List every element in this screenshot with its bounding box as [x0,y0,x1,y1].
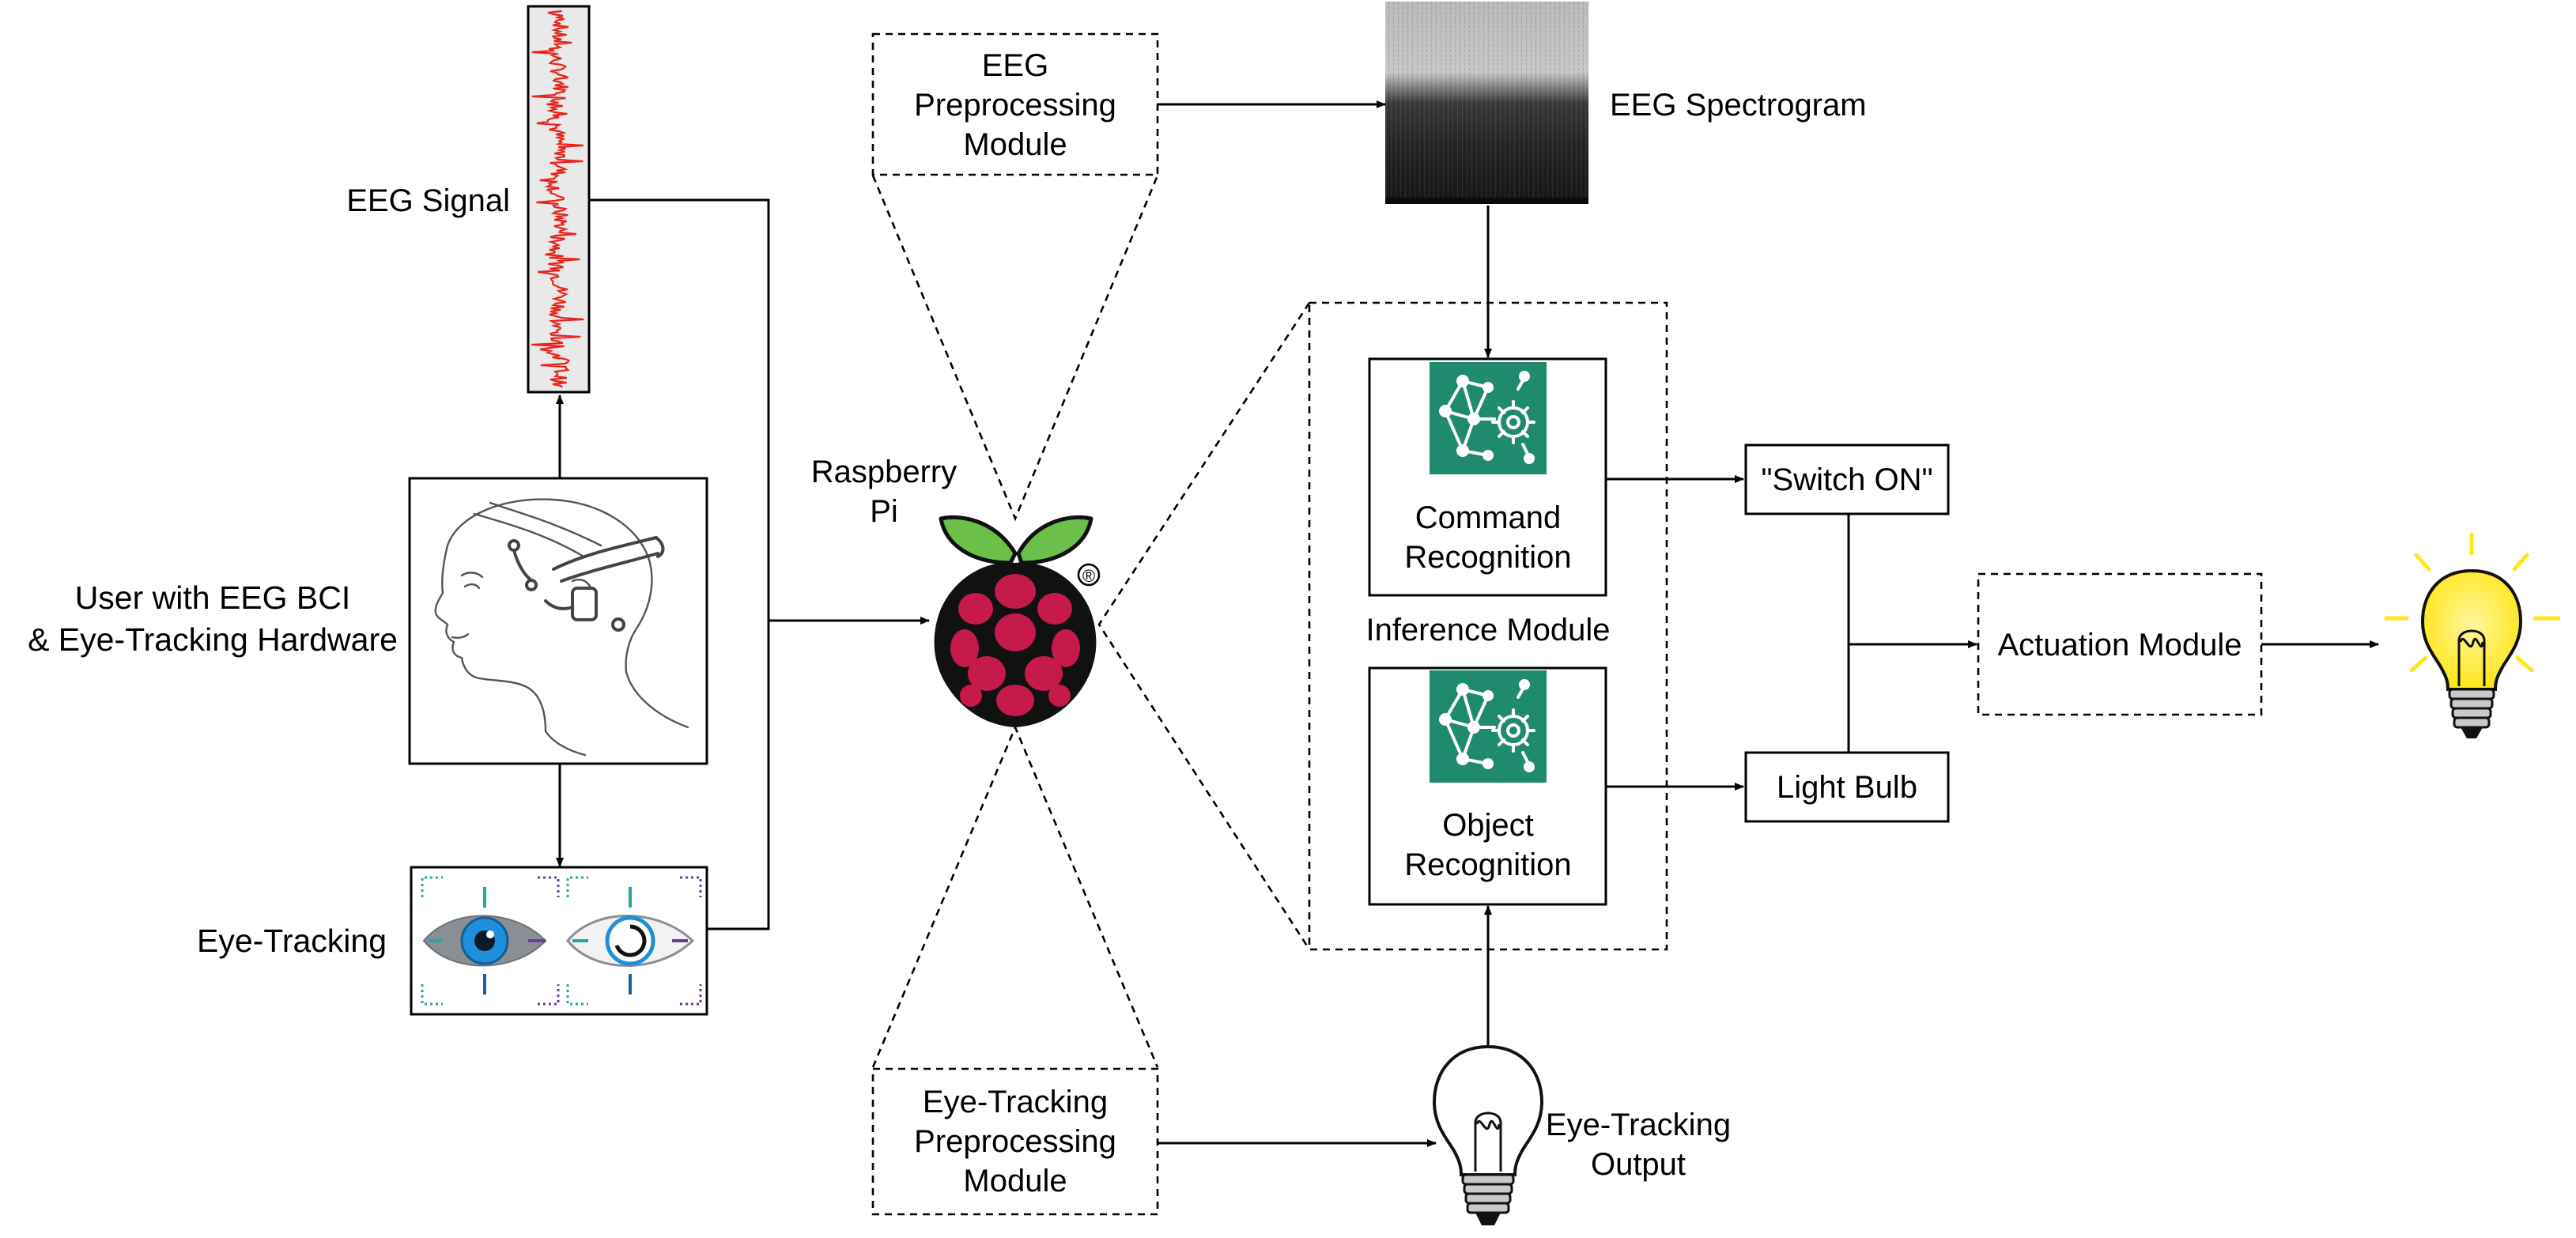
eeg-preprocessing-line2: Preprocessing [914,88,1116,123]
connectors [556,100,2379,1147]
registered-mark-circle [1077,563,1101,587]
eeg-preprocessing-line1: EEG [982,48,1048,83]
switch-on-label: "Switch ON" [1761,462,1932,497]
eeg-preprocessing-line3: Module [963,127,1067,162]
funnel-right [1097,302,1311,950]
neural-network-gear-icon [1430,362,1547,474]
user-label-line1: User with EEG BCI [75,579,351,616]
eye-tracking-output-line1: Eye-Tracking [1546,1108,1731,1142]
eye-tracking-preprocessing-line1: Eye-Tracking [923,1085,1108,1119]
eye-tracking-output-line2: Output [1591,1147,1686,1182]
neural-network-gear-icon [1430,670,1547,783]
light-bulb-on-icon [2384,532,2561,738]
actuation-module-label: Actuation Module [1997,628,2242,662]
inference-module-box [1308,301,1668,951]
inference-module-label: Inference Module [1365,613,1610,647]
actuation-module-box [1977,572,2263,716]
spectrogram-image [1385,2,1588,204]
raspberry-pi-logo [934,515,1097,727]
registered-mark: ® [1082,566,1095,586]
object-recognition-line2: Recognition [1404,847,1571,882]
light-bulb-label: Light Bulb [1777,770,1917,805]
eeg-signal-connector [590,198,770,621]
funnel-top [871,175,1159,522]
command-recognition-line2: Recognition [1404,540,1571,575]
object-recognition-line1: Object [1442,808,1534,843]
user-label-line2: & Eye-Tracking Hardware [28,621,398,658]
eye-tracking-preprocessing-line3: Module [963,1164,1067,1198]
eye-tracking-preprocessing-box [871,1067,1159,1216]
light-bulb-box [1744,751,1950,823]
user-box [408,477,708,765]
raspberry-pi-label-line2: Pi [870,494,898,529]
eeg-preprocessing-box [871,32,1159,176]
eeg-signal-label: EEG Signal [346,183,510,218]
funnel-bottom [871,724,1159,1068]
command-recognition-line1: Command [1415,500,1562,535]
eye-tracking-preprocessing-line2: Preprocessing [914,1124,1116,1159]
eye-tracking-connector [707,621,770,930]
head-with-eeg-headset-icon [434,498,689,757]
switch-on-box [1744,443,1950,515]
eeg-headset [508,536,665,632]
light-bulb-off-icon [1432,1044,1544,1225]
eeg-trace [531,9,584,388]
eye-tracking-label: Eye-Tracking [197,923,387,959]
raspberry-pi-label-line1: Raspberry [811,455,958,489]
eeg-signal-image [527,5,591,394]
eye-tracking-icon [421,876,702,1006]
eeg-spectrogram-label: EEG Spectrogram [1610,88,1867,123]
